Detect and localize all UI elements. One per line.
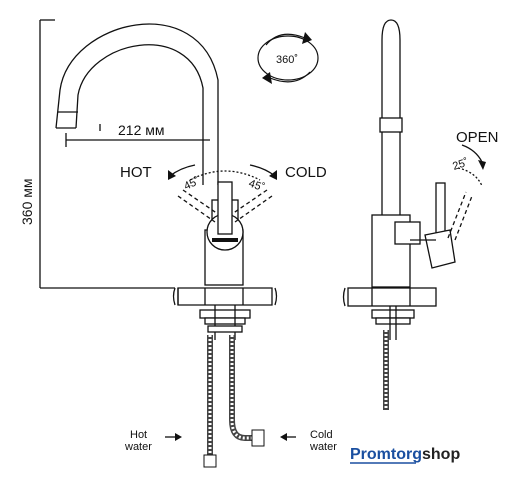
rotation-label: 360˚ <box>276 54 298 66</box>
open-label: OPEN <box>456 129 499 146</box>
svg-text:Promtorgshop: Promtorgshop <box>350 446 460 463</box>
side-countertop <box>342 287 437 307</box>
height-dimension <box>39 19 175 289</box>
hot-label: HOT <box>120 164 152 181</box>
height-label: 360 мм <box>19 179 35 226</box>
side-handle <box>435 182 446 239</box>
handle-lever <box>217 181 233 235</box>
hot-water-label-line2: water <box>124 441 152 453</box>
braided-hoses <box>203 335 265 468</box>
side-view <box>342 19 486 410</box>
width-label: 212 мм <box>118 122 165 138</box>
rotation-360-icon <box>257 32 319 84</box>
open-angle-label: 25˚ <box>451 157 470 173</box>
cold-angle-label: 45˚ <box>247 178 266 195</box>
brand-part1: Promtorg <box>350 446 422 463</box>
hot-water-arrow-icon <box>165 433 182 441</box>
cold-water-label-line1: Cold <box>310 429 333 441</box>
brand-logo: Promtorgshop <box>350 446 460 464</box>
open-positions <box>447 191 473 241</box>
cold-water-arrow-icon <box>280 433 296 441</box>
front-view <box>39 19 278 468</box>
open-arrow-icon <box>461 144 483 163</box>
countertop <box>172 287 278 306</box>
hot-angle-label: 45˚ <box>182 175 201 193</box>
side-spout <box>381 19 401 215</box>
cold-label: COLD <box>285 164 327 181</box>
gooseneck-spout <box>55 23 219 185</box>
width-dimension <box>65 124 210 147</box>
cold-water-label-line2: water <box>309 441 337 453</box>
handle-positions <box>177 189 273 223</box>
mounting-hardware <box>199 305 251 340</box>
brand-part2: shop <box>422 446 460 463</box>
hot-water-label-line1: Hot <box>130 429 147 441</box>
